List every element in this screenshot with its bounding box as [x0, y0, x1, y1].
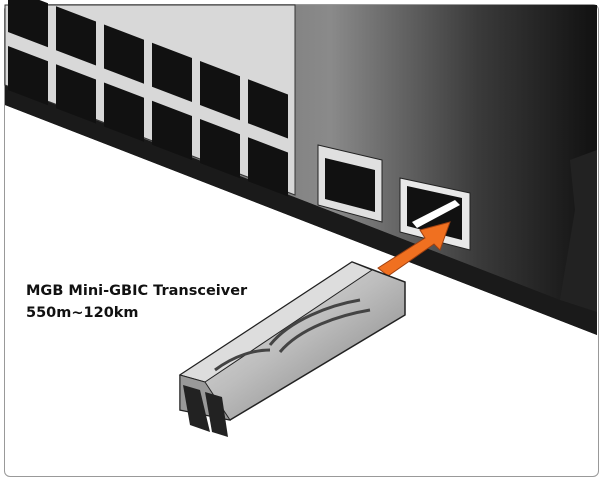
rj45-port: [152, 100, 192, 160]
rj45-port: [248, 137, 288, 197]
sfp-transceiver: [178, 261, 406, 437]
rj45-port-panel: [4, 0, 296, 197]
rj45-port: [8, 46, 48, 106]
rj45-port: [200, 119, 240, 179]
transceiver-caption: MGB Mini-GBIC Transceiver 550m~120km: [26, 280, 247, 324]
rj45-port: [200, 61, 240, 121]
insert-arrow-icon: [377, 221, 451, 277]
rj45-port: [104, 24, 144, 84]
rj45-port: [152, 42, 192, 102]
caption-title: MGB Mini-GBIC Transceiver: [26, 283, 248, 299]
rj45-port: [56, 64, 96, 124]
rj45-port: [56, 6, 96, 66]
rj45-port: [8, 0, 48, 48]
rj45-port: [248, 79, 288, 139]
rj45-uplink-port: [317, 144, 383, 223]
rj45-port: [104, 82, 144, 142]
caption-range: 550m~120km: [26, 305, 139, 321]
